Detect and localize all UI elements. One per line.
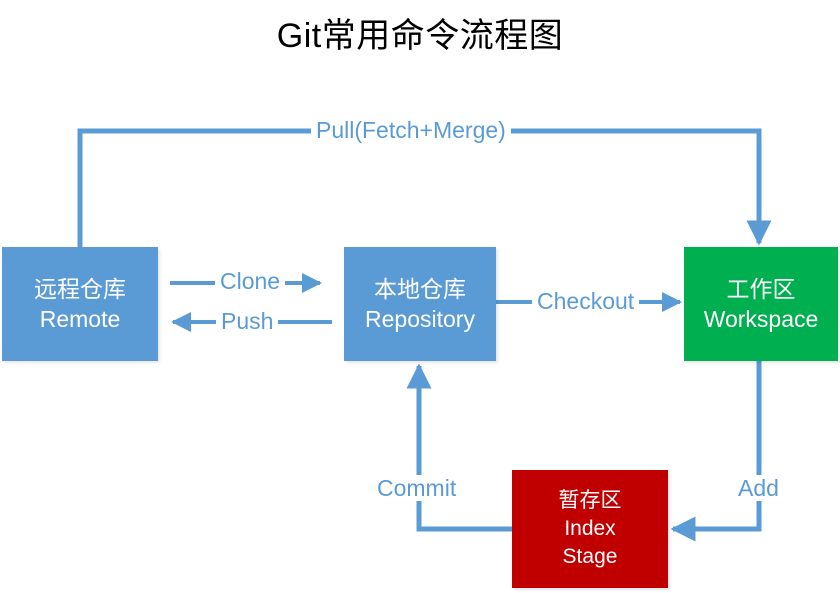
node-remote[interactable]: 远程仓库 Remote — [2, 247, 158, 361]
connector-commit — [406, 363, 512, 532]
edge-label-checkout: Checkout — [532, 288, 640, 314]
node-remote-label-en: Remote — [39, 306, 121, 332]
node-index-label-en2: Stage — [562, 545, 618, 568]
edge-label-clone: Clone — [215, 268, 286, 294]
node-index-stage[interactable]: 暂存区 Index Stage — [512, 470, 668, 588]
node-repository[interactable]: 本地仓库 Repository — [344, 247, 496, 361]
node-workspace[interactable]: 工作区 Workspace — [684, 247, 838, 361]
edge-label-pull: Pull(Fetch+Merge) — [311, 117, 511, 143]
edge-label-commit: Commit — [372, 475, 462, 501]
node-index-label-cn: 暂存区 — [558, 489, 622, 512]
page-title: Git常用命令流程图 — [276, 17, 564, 55]
edge-label-push: Push — [216, 308, 279, 334]
node-repository-label-en: Repository — [365, 306, 475, 332]
connector-add — [670, 361, 762, 542]
connector-pull — [77, 128, 772, 247]
node-repository-label-cn: 本地仓库 — [374, 276, 466, 302]
node-remote-label-cn: 远程仓库 — [34, 276, 126, 302]
node-index-label-en: Index — [564, 517, 616, 540]
node-workspace-label-cn: 工作区 — [726, 276, 796, 302]
edge-label-add: Add — [733, 475, 784, 501]
node-workspace-label-en: Workspace — [703, 306, 819, 332]
